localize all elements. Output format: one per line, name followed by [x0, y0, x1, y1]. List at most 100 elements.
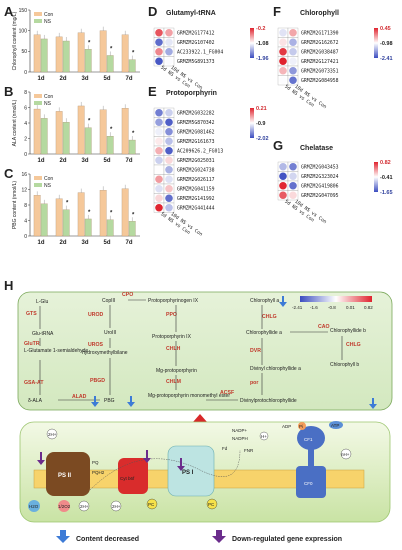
bar-ns: [106, 55, 114, 73]
heatmap-dot: [279, 162, 287, 171]
fd-label: Fd: [222, 446, 228, 451]
y-tick-label: 0: [24, 152, 27, 158]
gene-label: GRMZM2G141992: [177, 196, 215, 202]
y-axis-label: ALA content (nmol/L): [12, 99, 18, 146]
bar-ns: [84, 127, 92, 155]
enz-urod: UROD: [88, 312, 104, 318]
colorbar-label: -0.9: [256, 121, 265, 127]
colorbar: [374, 162, 378, 192]
significance-mark: *: [132, 212, 135, 218]
pc-label-2: PC: [208, 502, 215, 507]
gene-label: GRMZM2G073351: [301, 68, 339, 74]
gene-label: GRMZM2G177412: [177, 30, 215, 36]
met-chlideb: Chlorophyllide b: [330, 328, 366, 334]
met-ala: δ-ALA: [28, 398, 43, 404]
significance-mark: *: [110, 46, 113, 52]
gene-label: GRMZM2G441444: [177, 205, 215, 211]
bar-con: [99, 30, 107, 73]
legend-swatch: [34, 12, 42, 16]
colorbar-label: -0.98: [380, 41, 393, 47]
y-tick-label: 0: [24, 234, 27, 240]
significance-mark: *: [66, 201, 69, 207]
gene-label: GRMZM2G026117: [177, 177, 215, 183]
panel-letter-g: G: [273, 138, 283, 153]
gene-label: AC233922.1_FG004: [177, 49, 223, 55]
gene-label: GRMZM2G161673: [177, 139, 215, 145]
gene-label: GRMZM2G084958: [301, 78, 339, 84]
pq-label: PQ: [92, 460, 99, 465]
heatmap-dot: [165, 38, 173, 47]
heatmap-dot: [279, 191, 287, 200]
enz-acsf: ACSF: [220, 390, 234, 396]
colorbar-label: -1.96: [256, 56, 269, 62]
met-lglutamate: L-Glutamate 1-semialdehyde: [24, 348, 88, 354]
heatmap-dot: [165, 184, 173, 193]
pathway-colorbar: [300, 296, 372, 302]
enz-uros: UROS: [88, 342, 104, 348]
heatmap-dot: [165, 47, 173, 56]
bar-con: [121, 188, 129, 237]
heatmap-dot: [289, 76, 297, 85]
bar-con: [77, 105, 85, 155]
bar-ns: [62, 209, 70, 237]
h-label-2: 2H+: [112, 504, 121, 509]
x-tick-label: 3d: [81, 240, 88, 246]
colorbar-label: -2.02: [256, 136, 269, 142]
legend-label: Con: [44, 94, 53, 100]
y-axis-label: Chlorophyll content (mg/L): [12, 11, 18, 70]
heatmap-dot: [155, 137, 163, 146]
panel-letter-h: H: [4, 278, 13, 293]
bar-ns: [128, 221, 136, 237]
heatmap-title: Protoporphyrin: [166, 90, 217, 97]
heatmap-title: Chlorophyll: [300, 10, 339, 17]
bar-ns: [84, 49, 92, 73]
x-tick-label: 5d: [103, 76, 110, 82]
heatmap-dot: [279, 57, 287, 66]
colorbar-label: 0.82: [380, 160, 391, 166]
significance-mark: *: [88, 119, 91, 125]
heatmap-dot: [165, 57, 173, 66]
x-tick-label: 5d: [103, 240, 110, 246]
heatmap-g: ChelataseGRMZM2G043453GRMZM2G323024GRMZM…: [277, 145, 393, 225]
nadp-label: NADP+: [232, 428, 248, 433]
legend-label: NS: [44, 183, 52, 189]
y-tick-label: 50: [21, 49, 27, 55]
heatmap-dot: [155, 127, 163, 136]
met-chlidea: Chlorophyllide a: [246, 330, 282, 336]
pathway-scale-1: -1.6: [310, 305, 318, 310]
x-tick-label: 7d: [125, 76, 132, 82]
legend-label: NS: [44, 101, 52, 107]
legend-downreg: Down-regulated gene expression: [232, 536, 342, 543]
significance-mark: *: [110, 211, 113, 217]
pqh2-label: PQH2: [92, 470, 105, 475]
met-dvchlide: Divinyl chlorophyllide a: [250, 366, 301, 372]
met-dvpchlide: Divinylprotochlorophyllide: [240, 398, 297, 404]
y-tick-label: 12: [21, 187, 27, 193]
bar-con: [55, 111, 63, 155]
heatmap-dot: [279, 66, 287, 75]
heatmap-dot: [165, 203, 173, 212]
heatmap-dot: [165, 156, 173, 165]
colorbar-label: -2.41: [380, 56, 393, 62]
down-arrow-icon: [279, 296, 287, 307]
heatmap-dot: [289, 66, 297, 75]
significance-mark: *: [110, 127, 113, 133]
bar-ns: [128, 59, 136, 73]
gene-label: GRMZM2G127421: [301, 59, 339, 65]
gene-label: GRMZM2G038487: [301, 49, 339, 55]
bar-ns: [84, 218, 92, 237]
enz-cao: CAO: [318, 324, 330, 330]
bar-con: [77, 192, 85, 237]
membrane-panel: PS II Cyt b6f PS I CF0 CF1 H2O 1/2O2 2H+…: [19, 421, 391, 523]
gene-label: AC209626.2_FG013: [177, 148, 223, 154]
enz-glutr: GluTR: [24, 341, 40, 347]
bar-ns: [62, 122, 70, 155]
y-tick-label: 100: [19, 28, 28, 34]
down-arrow-icon: [127, 396, 135, 407]
legend-swatch: [34, 101, 42, 105]
heatmap-dot: [165, 175, 173, 184]
bar-con: [99, 190, 107, 237]
